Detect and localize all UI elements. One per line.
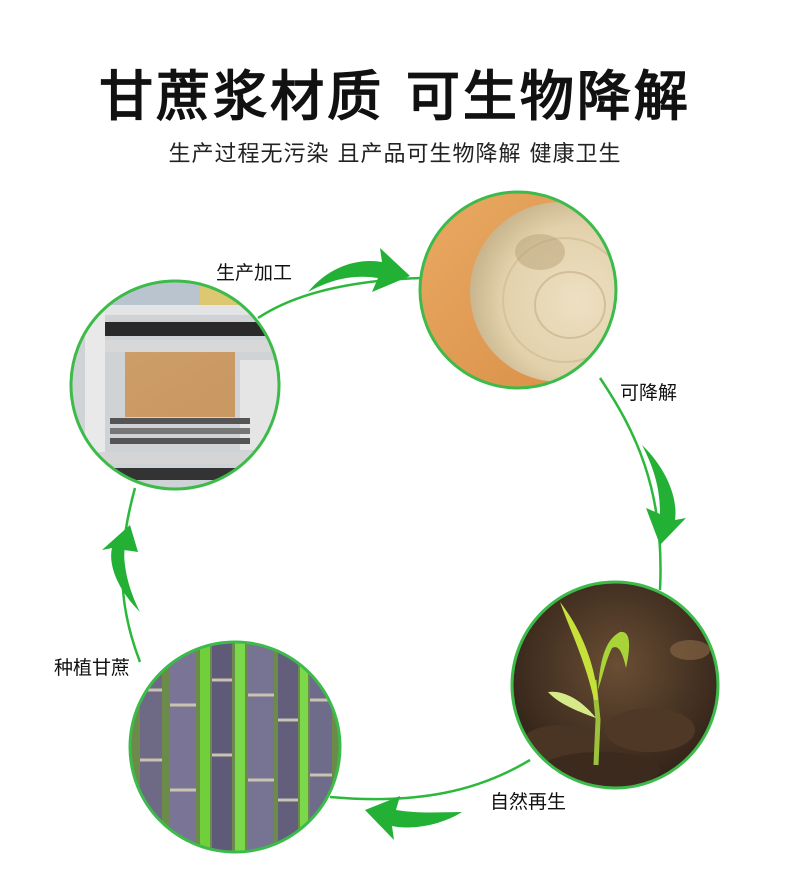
regeneration-image	[512, 582, 718, 788]
stage-label-production: 生产加工	[216, 262, 293, 284]
page-title: 甘蔗浆材质 可生物降解	[99, 65, 691, 128]
production-image	[71, 281, 279, 489]
stage-label-regeneration: 自然再生	[490, 791, 567, 813]
arrow-left-icon	[365, 796, 462, 840]
arrow-up-icon	[102, 525, 140, 612]
arrow-right-icon	[308, 248, 410, 292]
stage-label-degradable: 可降解	[620, 382, 678, 404]
stage-label-planting: 种植甘蔗	[54, 657, 131, 679]
page-subtitle: 生产过程无污染 且产品可生物降解 健康卫生	[168, 142, 622, 167]
arrow-down-icon	[642, 445, 686, 545]
cycle-arrows	[102, 248, 686, 840]
